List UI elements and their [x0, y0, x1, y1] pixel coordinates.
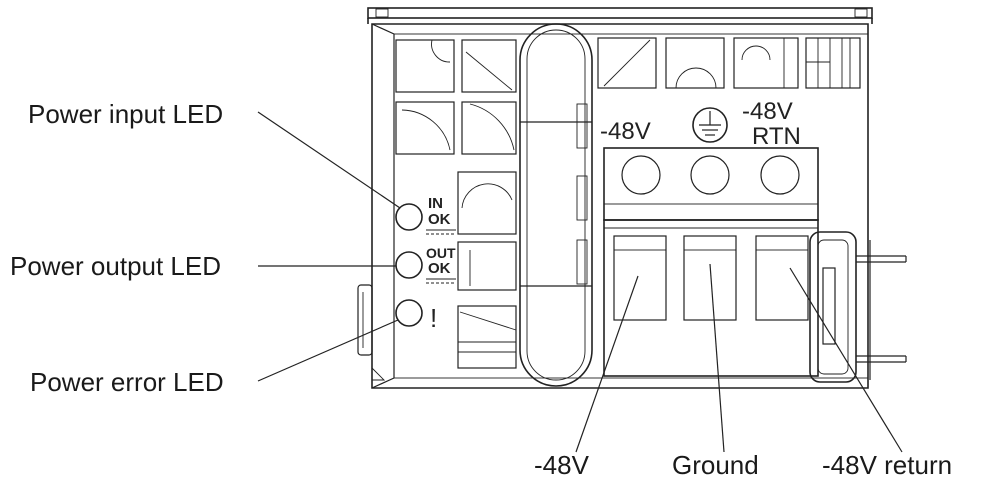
left-latch	[357, 284, 373, 356]
housing-face	[371, 23, 869, 389]
power-output-led	[395, 251, 423, 279]
label-power-error-led: Power error LED	[30, 367, 224, 397]
vent-grid	[395, 37, 861, 369]
led-column: IN OK OUT OK !	[395, 195, 456, 333]
label-minus48v-return: -48V return	[822, 450, 953, 480]
terminal-label-minus48v-rtn: -48V	[742, 98, 793, 125]
right-connector	[809, 231, 907, 383]
leader-minus48v	[575, 275, 639, 453]
housing-top	[367, 7, 873, 24]
terminal-screw-ground	[690, 155, 730, 195]
label-power-input-led: Power input LED	[28, 99, 224, 129]
label-power-output-led: Power output LED	[10, 251, 222, 281]
label-minus48v: -48V	[534, 450, 589, 480]
terminal-labels: -48V -48V RTN	[600, 98, 801, 150]
power-error-led	[395, 299, 423, 327]
terminal-label-rtn: RTN	[752, 123, 801, 150]
ground-icon	[692, 107, 728, 143]
out-ok-mark: OK	[428, 260, 451, 277]
leader-ground	[709, 263, 725, 453]
terminal-label-minus48v: -48V	[600, 118, 651, 145]
label-ground: Ground	[672, 450, 759, 480]
leader-power-input	[257, 111, 401, 209]
in-mark: IN	[428, 195, 443, 212]
terminal-screw-minus48v	[621, 155, 661, 195]
handle	[519, 23, 593, 387]
power-input-led	[395, 203, 423, 231]
in-ok-mark: OK	[428, 211, 451, 228]
terminal-screw-return	[760, 155, 800, 195]
terminal-block	[603, 147, 819, 377]
out-mark: OUT	[426, 245, 456, 261]
leader-power-error	[257, 319, 399, 382]
error-mark: !	[430, 303, 437, 333]
leader-lines	[257, 111, 903, 453]
leader-return	[789, 267, 903, 453]
